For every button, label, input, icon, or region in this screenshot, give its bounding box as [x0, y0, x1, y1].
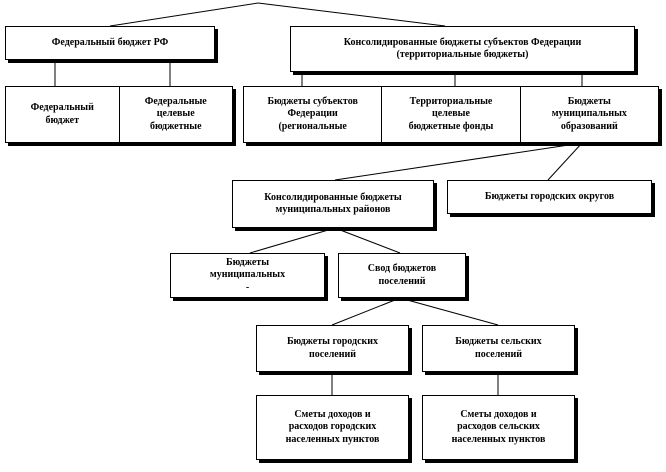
municipal-formations-budgets: Бюджеты муниципальных образований	[519, 87, 658, 142]
regional-budgets-label: Бюджеты субъектов Федерации (региональны…	[267, 95, 358, 132]
federal-target-funds: Федеральные целевые бюджетные	[118, 87, 233, 142]
territorial-target-funds: Территориальные целевые бюджетные фонды	[381, 87, 519, 142]
municipal-budgets-label: Бюджеты муниципальных -	[209, 256, 286, 293]
settlements-summary-label: Свод бюджетов поселений	[367, 263, 437, 287]
urban-okrugs-box: Бюджеты городских округов	[447, 180, 652, 214]
rural-estimates-box: Сметы доходов и расходов сельских населе…	[422, 395, 575, 460]
connector-line	[547, 142, 583, 181]
connector-line	[249, 227, 336, 254]
rural-estimates-label: Сметы доходов и расходов сельских населе…	[451, 408, 546, 445]
federal-budget-box: Федеральный бюджет РФ	[5, 26, 215, 60]
consolidated-budgets-box: Консолидированные бюджеты субъектов Феде…	[290, 26, 635, 72]
connector-line	[399, 297, 499, 326]
federal-budget-part-label: Федеральный бюджет	[30, 102, 94, 126]
federal-budget-part: Федеральный бюджет	[6, 87, 119, 142]
municipal-districts-label: Консолидированные бюджеты муниципальных …	[264, 191, 402, 216]
municipal-budgets-box: Бюджеты муниципальных -	[170, 253, 325, 298]
settlements-summary-box: Свод бюджетов поселений	[338, 253, 466, 298]
consolidated-budgets-label: Консолидированные бюджеты субъектов Феде…	[343, 36, 582, 61]
rural-settlements-box: Бюджеты сельских поселений	[422, 325, 575, 372]
federal-parts-row: Федеральный бюджет Федеральные целевые б…	[5, 86, 233, 143]
consolidated-parts-row: Бюджеты субъектов Федерации (региональны…	[243, 86, 659, 143]
connector-line	[334, 142, 583, 181]
urban-estimates-box: Сметы доходов и расходов городских насел…	[256, 395, 409, 460]
connector-line	[109, 2, 259, 27]
municipal-formations-label: Бюджеты муниципальных образований	[551, 95, 627, 132]
urban-okrugs-label: Бюджеты городских округов	[484, 190, 615, 202]
municipal-districts-box: Консолидированные бюджеты муниципальных …	[232, 180, 434, 228]
federal-budget-label: Федеральный бюджет РФ	[51, 36, 169, 48]
connector-line	[257, 2, 446, 27]
urban-settlements-box: Бюджеты городских поселений	[256, 325, 409, 372]
territorial-target-funds-label: Территориальные целевые бюджетные фонды	[408, 95, 494, 132]
urban-settlements-label: Бюджеты городских поселений	[286, 336, 379, 360]
regional-budgets: Бюджеты субъектов Федерации (региональны…	[244, 87, 381, 142]
rural-settlements-label: Бюджеты сельских поселений	[455, 336, 542, 360]
federal-target-funds-label: Федеральные целевые бюджетные	[144, 95, 207, 132]
urban-estimates-label: Сметы доходов и расходов городских насел…	[285, 408, 380, 445]
connector-line	[331, 297, 401, 326]
connector-line	[334, 227, 401, 254]
